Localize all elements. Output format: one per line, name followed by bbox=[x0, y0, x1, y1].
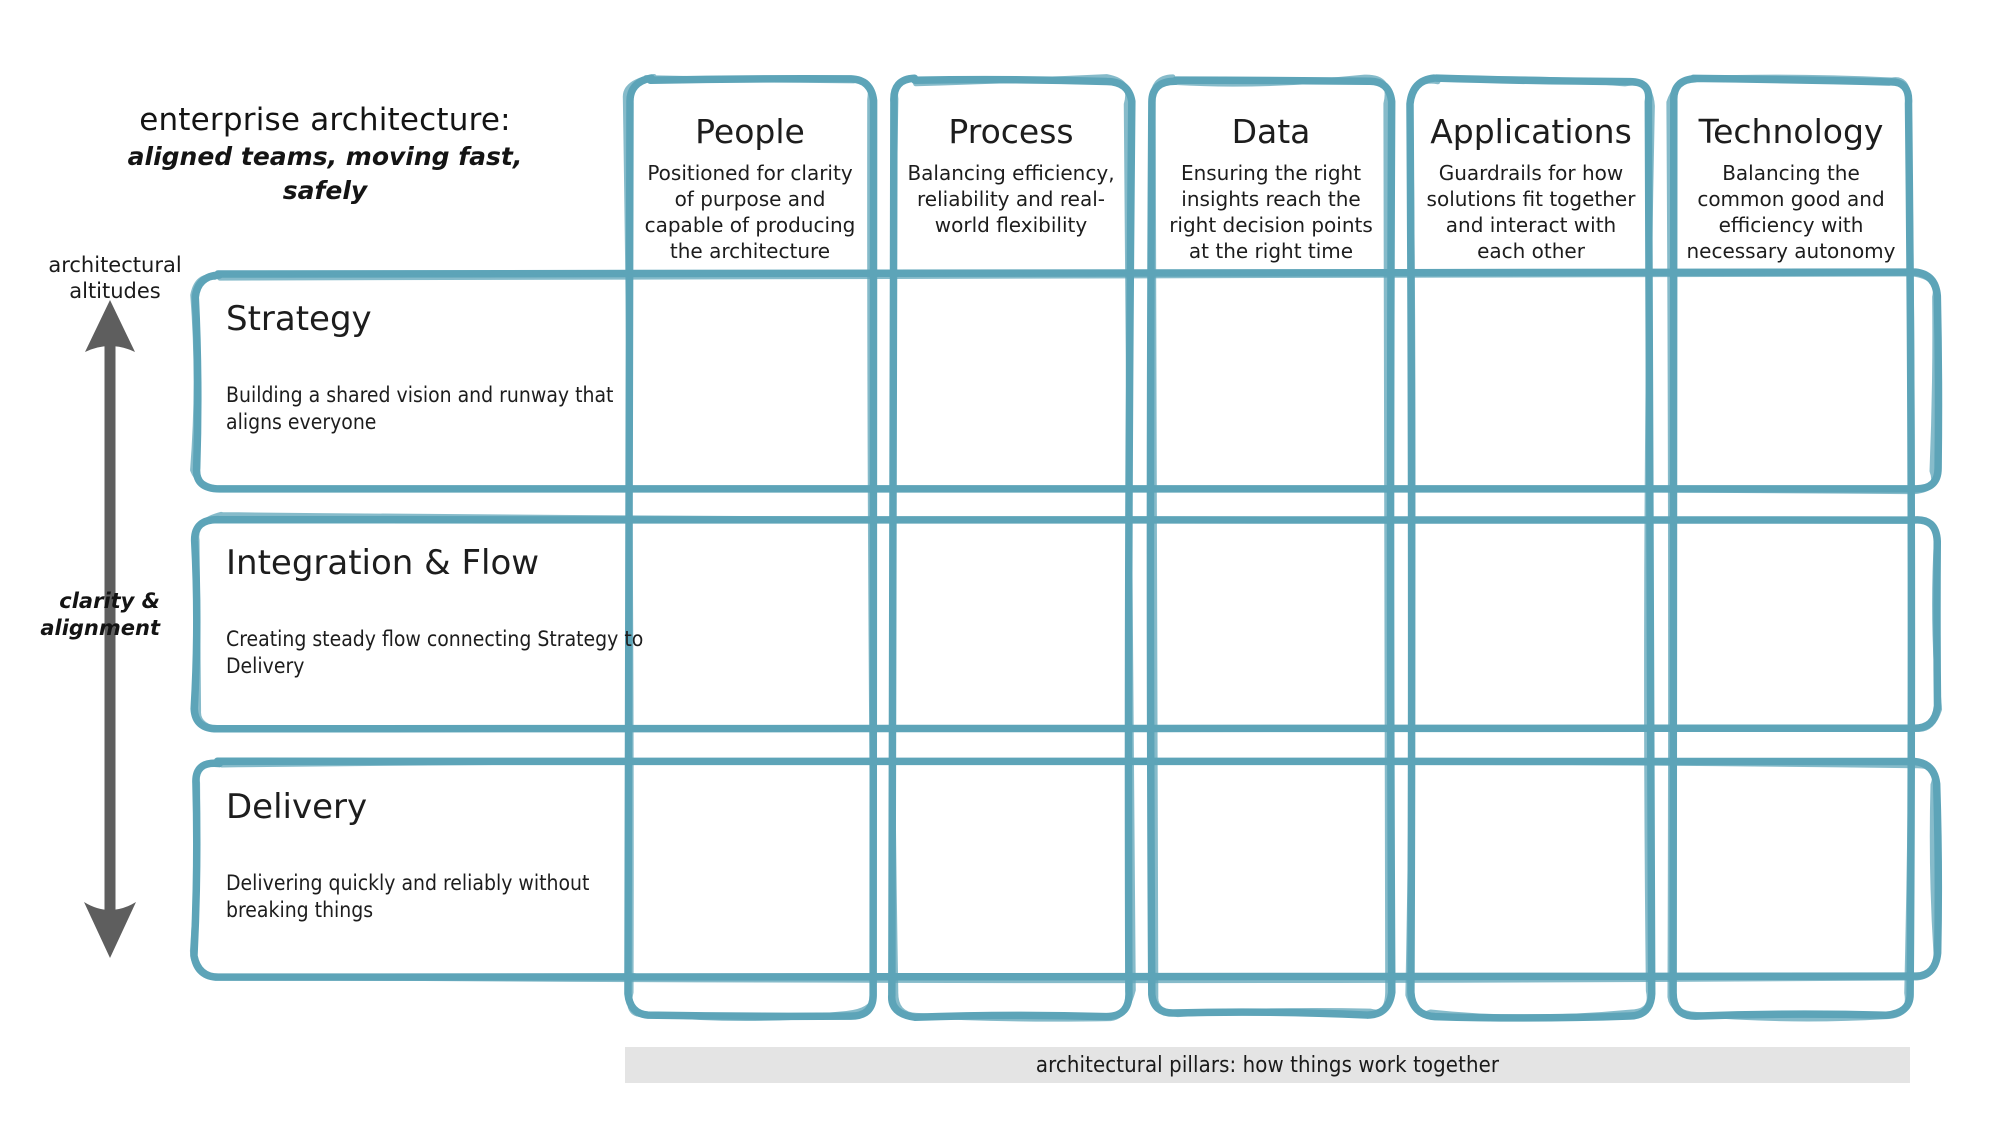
pillar-title: Data bbox=[1231, 112, 1311, 151]
diagram-title-block: enterprise architecture: aligned teams, … bbox=[100, 100, 550, 208]
footer-caption: architectural pillars: how things work t… bbox=[1035, 1052, 1500, 1078]
pillar-column-applications[interactable]: Applications Guardrails for how solution… bbox=[1412, 90, 1650, 264]
pillar-description: Balancing efficiency, reliability and re… bbox=[907, 161, 1115, 237]
altitude-description: Delivering quickly and reliably without … bbox=[226, 871, 590, 922]
pillar-description: Balancing the common good and efficiency… bbox=[1686, 161, 1896, 263]
footer-bar: architectural pillars: how things work t… bbox=[625, 1047, 1910, 1083]
altitude-row-delivery[interactable]: Delivery Delivering quickly and reliably… bbox=[226, 786, 646, 924]
altitude-row-integration-and-flow[interactable]: Integration & Flow Creating steady flow … bbox=[226, 542, 646, 680]
pillar-column-technology[interactable]: Technology Balancing the common good and… bbox=[1672, 90, 1910, 264]
page-subtitle: aligned teams, moving fast, safely bbox=[127, 142, 523, 205]
pillar-column-people[interactable]: People Positioned for clarity of purpose… bbox=[628, 90, 872, 264]
altitude-description: Building a shared vision and runway that… bbox=[226, 383, 614, 434]
pillar-title: Applications bbox=[1430, 112, 1632, 151]
altitude-title: Strategy bbox=[226, 299, 372, 339]
axis-top-label: architectural altitudes bbox=[48, 253, 182, 303]
page-title: enterprise architecture: bbox=[139, 102, 511, 138]
altitude-description: Creating steady flow connecting Strategy… bbox=[226, 627, 644, 678]
pillar-description: Positioned for clarity of purpose and ca… bbox=[644, 161, 856, 263]
pillar-description: Guardrails for how solutions fit togethe… bbox=[1426, 161, 1636, 263]
pillar-column-data[interactable]: Data Ensuring the right insights reach t… bbox=[1152, 90, 1390, 264]
pillar-column-process[interactable]: Process Balancing efficiency, reliabilit… bbox=[892, 90, 1130, 238]
pillar-title: People bbox=[695, 112, 805, 151]
altitude-row-strategy[interactable]: Strategy Building a shared vision and ru… bbox=[226, 298, 646, 436]
pillar-description: Ensuring the right insights reach the ri… bbox=[1169, 161, 1373, 263]
altitude-title: Delivery bbox=[226, 787, 368, 827]
pillar-title: Process bbox=[948, 112, 1074, 151]
pillar-title: Technology bbox=[1698, 112, 1884, 151]
altitude-title: Integration & Flow bbox=[226, 543, 540, 583]
axis-mid-label: clarity & alignment bbox=[40, 589, 160, 640]
